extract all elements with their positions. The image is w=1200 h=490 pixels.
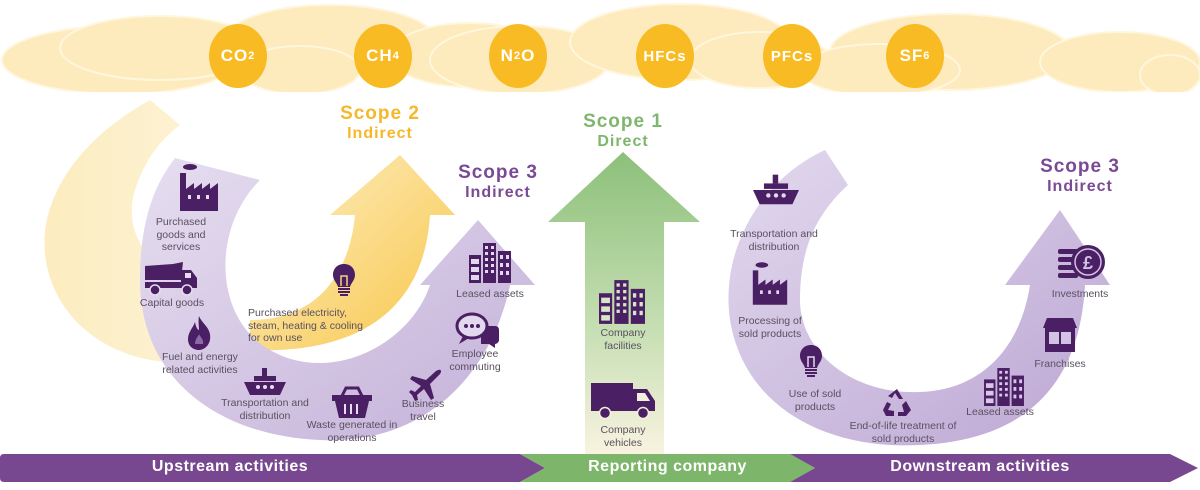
downstream-bar [790,454,1198,482]
gas-hfcs: HFCs [636,24,694,88]
label-employee-commuting: Employee commuting [449,348,501,373]
scope3-heading: Scope 3 [1040,156,1120,177]
label-capital-goods: Capital goods [139,297,205,309]
upstream-activities-label: Upstream activities [151,458,309,475]
gas-label: HFCs [643,47,687,65]
factory-icon [180,164,218,211]
scope3-subheading: Indirect [1047,177,1113,195]
label-downstream-leased-assets: Leased assets [966,406,1034,418]
label-processing: Processing of sold products [738,315,802,340]
cloud-band [1,3,1200,97]
scope1-heading: Scope 1 [583,111,663,132]
label-downstream-transportation: Transportation and distribution [730,228,818,253]
coins-pound-icon: £ [1058,245,1105,279]
label-waste: Waste generated in operations [306,419,398,444]
label-fuel-energy: Fuel and energy related activities [162,351,238,376]
gas-label: N [500,46,514,65]
ship-icon [753,174,799,205]
scope2-title: Scope 2 Indirect [320,103,440,143]
storefront-icon [1043,318,1077,352]
buildings-icon [469,243,511,283]
label-purchased-electricity: Purchased electricity, steam, heating & … [248,307,363,345]
label-purchased-goods: Purchased goods and services [155,216,207,254]
scope3-heading: Scope 3 [458,162,538,183]
gas-pfcs: PFCs [763,24,821,88]
label-use-of-products: Use of sold products [788,388,842,413]
label-upstream-transportation: Transportation and distribution [221,397,309,422]
upstream-bar [0,454,545,482]
buildings-icon [599,280,645,324]
reporting-company-label: Reporting company [588,458,747,475]
gas-label-suffix: O [521,46,536,65]
lightbulb-icon [800,345,822,377]
dump-truck-icon [145,262,197,296]
scope1-title: Scope 1 Direct [563,111,683,151]
recycle-icon [883,389,911,416]
reporting-bar [520,454,815,482]
scope3-upstream-arrow [140,158,535,441]
basket-icon [332,386,372,418]
lightbulb-icon [333,264,355,296]
delivery-van-icon [591,383,655,419]
buildings-icon [984,368,1024,406]
chat-bubbles-icon [455,312,499,348]
scope2-subheading: Indirect [347,124,413,142]
svg-text:£: £ [1083,253,1093,273]
scope1-subheading: Direct [597,132,649,150]
flame-icon [188,316,211,350]
factory-icon [752,262,788,305]
ship-icon [244,368,286,395]
label-company-facilities: Company facilities [600,327,646,352]
scope2-heading: Scope 2 [340,103,420,124]
label-upstream-leased-assets: Leased assets [456,288,524,300]
scope3-upstream-title: Scope 3 Indirect [438,162,558,202]
airplane-icon [409,369,442,401]
gas-label: CO [220,46,249,65]
label-franchises: Franchises [1034,358,1086,370]
scope3-downstream-title: Scope 3 Indirect [1020,156,1140,196]
label-company-vehicles: Company vehicles [600,424,646,449]
label-business-travel: Business travel [401,398,445,423]
gas-label: SF [899,46,924,65]
label-end-of-life: End-of-life treatment of sold products [849,420,957,445]
scope3-subheading: Indirect [465,183,531,201]
scope3-downstream-arrow [728,150,1110,446]
gas-label: PFCs [770,47,814,65]
downstream-activities-label: Downstream activities [890,458,1070,475]
gas-label: CH [366,46,393,65]
scope2-arrow [250,155,455,351]
label-investments: Investments [1051,288,1109,300]
